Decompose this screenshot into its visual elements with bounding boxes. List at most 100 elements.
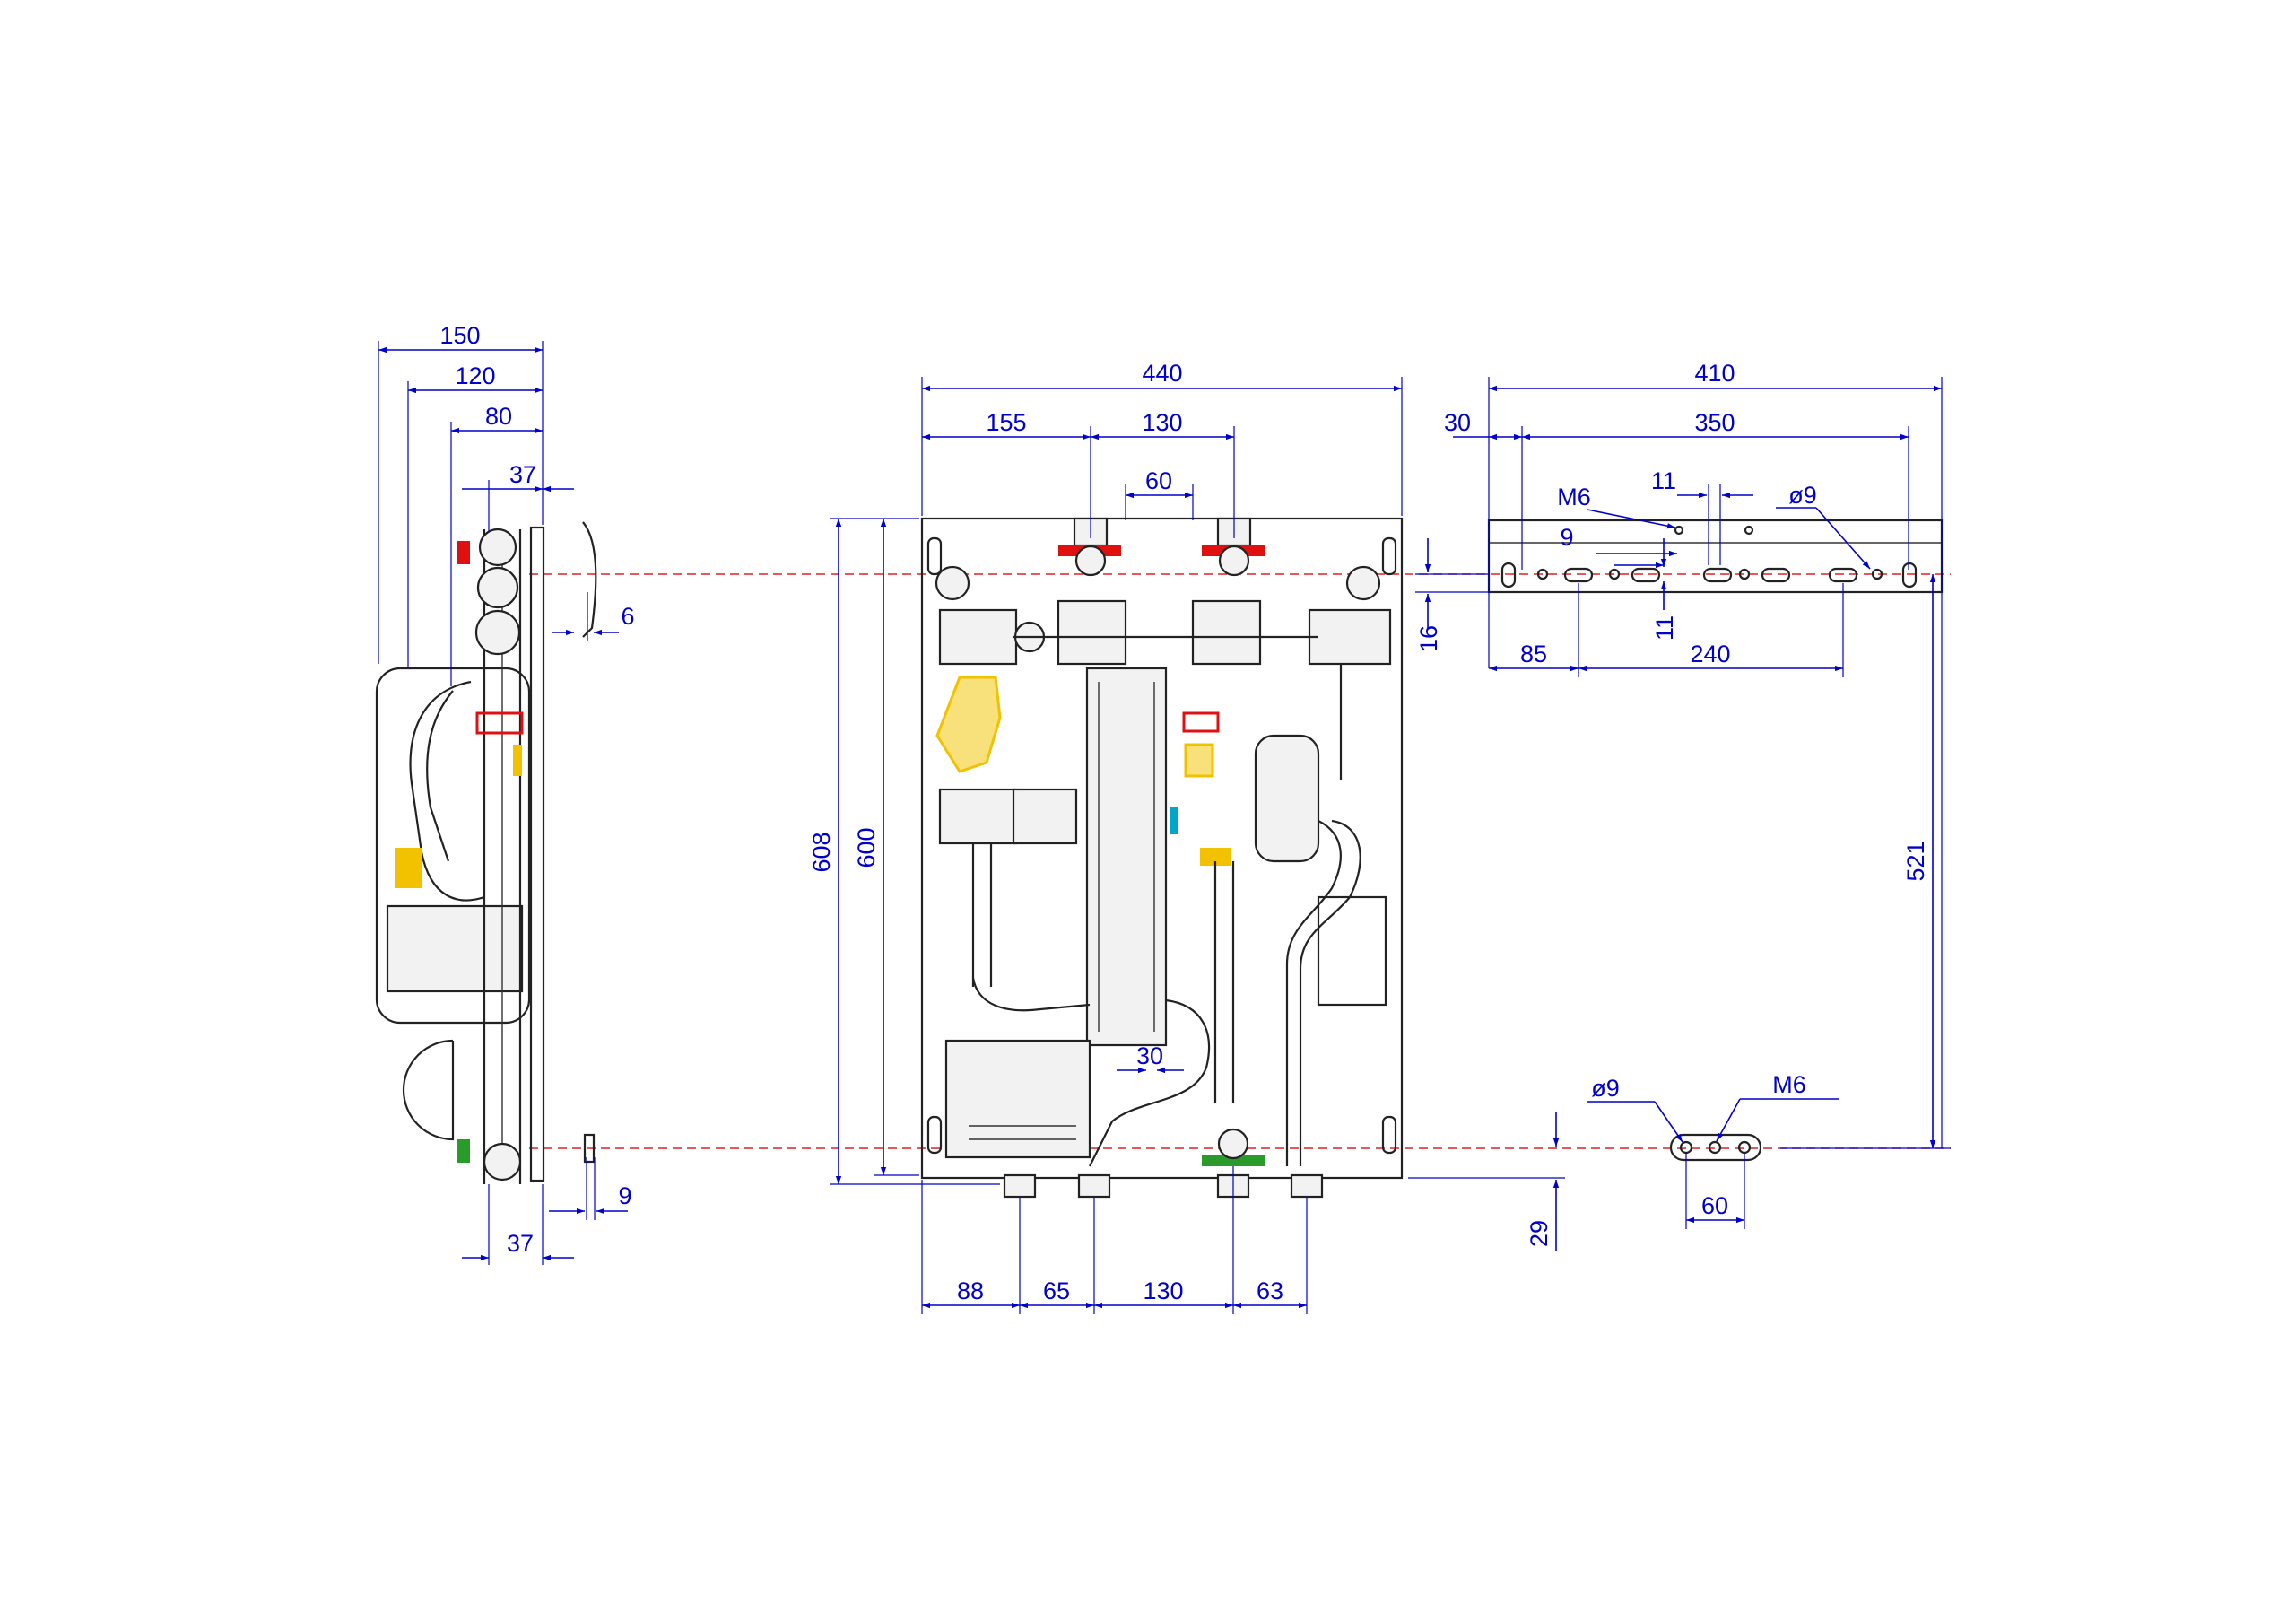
label-rail-9: 9 bbox=[1560, 524, 1573, 551]
front-view bbox=[920, 517, 1404, 1199]
label-rail-11-side: 11 bbox=[1651, 615, 1678, 641]
front-back-plate bbox=[920, 517, 1404, 1180]
side-bracket-bottom bbox=[583, 1133, 596, 1164]
front-valve-cyan bbox=[1170, 807, 1178, 834]
front-cross-5 bbox=[938, 788, 1018, 845]
rail-slot-2 bbox=[1563, 567, 1594, 583]
front-valve-ball-1 bbox=[1074, 545, 1107, 577]
rail-view bbox=[1487, 519, 1944, 594]
leader-rail-dia9 bbox=[1815, 507, 1871, 570]
label-front-155: 155 bbox=[986, 409, 1026, 436]
front-gauge-right bbox=[1345, 565, 1381, 601]
label-front-130-top: 130 bbox=[1142, 409, 1182, 436]
front-valve-yellow-3 bbox=[1200, 848, 1231, 866]
label-side-37-bottom: 37 bbox=[507, 1230, 534, 1257]
label-rail-350: 350 bbox=[1694, 409, 1735, 436]
label-rail-16: 16 bbox=[1415, 625, 1442, 652]
front-slot-bl bbox=[926, 1115, 943, 1155]
front-pipe-bend-1 bbox=[971, 977, 1091, 1012]
front-cross-4 bbox=[1308, 608, 1392, 666]
label-side-9: 9 bbox=[618, 1182, 631, 1209]
label-front-440: 440 bbox=[1142, 360, 1182, 387]
rail-slot-6 bbox=[1828, 567, 1858, 583]
rail-slot-5 bbox=[1761, 567, 1791, 583]
side-rail-profile bbox=[582, 521, 597, 638]
label-side-150: 150 bbox=[439, 322, 480, 349]
leader-bracket-dia9 bbox=[1654, 1101, 1683, 1143]
label-front-600: 600 bbox=[853, 827, 880, 868]
leader-bracket-m6 bbox=[1716, 1098, 1741, 1142]
front-valve-green bbox=[1202, 1155, 1265, 1166]
rail-slot-4 bbox=[1702, 567, 1733, 583]
leader-rail-m6 bbox=[1587, 509, 1676, 529]
bracket-view bbox=[1669, 1133, 1762, 1162]
side-module-block bbox=[386, 904, 524, 993]
dimensions: 150 120 80 37 6 9 37 440 155 bbox=[378, 322, 1951, 1314]
front-pipe-right-loop bbox=[1299, 819, 1361, 1166]
rail-m6-hole-2 bbox=[1744, 525, 1754, 536]
label-front-63: 63 bbox=[1257, 1278, 1283, 1304]
bracket-body bbox=[1669, 1133, 1762, 1162]
front-valve-yellow-2 bbox=[1184, 743, 1214, 778]
front-slot-tl bbox=[926, 536, 943, 576]
label-bracket-60: 60 bbox=[1701, 1192, 1728, 1219]
front-pipe-bend-2 bbox=[1089, 998, 1211, 1167]
front-gauge-left bbox=[935, 565, 970, 601]
label-side-37-top: 37 bbox=[509, 461, 536, 488]
side-valve-red-top bbox=[457, 541, 470, 564]
label-rail-410: 410 bbox=[1694, 360, 1735, 387]
side-valve-red-mid bbox=[475, 711, 524, 735]
rail-hole-2 bbox=[1608, 568, 1621, 580]
side-valve-body-3 bbox=[474, 609, 521, 656]
label-bracket-m6: M6 bbox=[1772, 1071, 1806, 1098]
front-valve-ball-bottom bbox=[1217, 1128, 1249, 1160]
side-cover bbox=[375, 667, 531, 1025]
bracket-hole-left bbox=[1679, 1140, 1693, 1155]
side-view bbox=[375, 521, 597, 1184]
front-heat-exchanger bbox=[1085, 667, 1168, 1047]
label-front-65: 65 bbox=[1043, 1278, 1070, 1304]
rail-hole-4 bbox=[1871, 568, 1883, 580]
label-front-88: 88 bbox=[957, 1278, 984, 1304]
front-pipe-right-loop-2 bbox=[1285, 820, 1342, 1166]
label-bracket-29: 29 bbox=[1526, 1220, 1552, 1247]
front-cross-6 bbox=[1012, 788, 1078, 845]
rail-hole-1 bbox=[1536, 568, 1549, 580]
side-pipe-loop-2 bbox=[426, 690, 454, 862]
label-side-120: 120 bbox=[455, 362, 495, 389]
label-front-130-bottom: 130 bbox=[1143, 1278, 1183, 1304]
side-valve-yellow-2 bbox=[513, 745, 522, 776]
label-rail-m6: M6 bbox=[1557, 484, 1591, 510]
bracket-hole-right bbox=[1737, 1140, 1752, 1155]
front-bottom-fitting-1 bbox=[1003, 1173, 1037, 1199]
label-front-608: 608 bbox=[808, 832, 835, 872]
side-valve-body-top bbox=[478, 528, 517, 567]
front-mixing-valve bbox=[1254, 734, 1320, 863]
side-valve-body-bottom bbox=[483, 1142, 522, 1182]
side-pump-body bbox=[402, 1039, 455, 1141]
label-rail-dia9: ø9 bbox=[1788, 482, 1817, 509]
front-strainer-yellow bbox=[935, 676, 1002, 773]
label-side-80: 80 bbox=[485, 403, 512, 430]
front-bottom-fitting-4 bbox=[1290, 1173, 1324, 1199]
rail-slot-1 bbox=[1500, 562, 1517, 589]
front-cross-1 bbox=[938, 608, 1018, 666]
rail-slot-7 bbox=[1901, 562, 1918, 589]
side-valve-yellow bbox=[395, 848, 422, 888]
front-cross-2 bbox=[1057, 599, 1127, 666]
front-cross-3 bbox=[1191, 599, 1262, 666]
front-slot-br bbox=[1381, 1115, 1397, 1155]
label-rail-521: 521 bbox=[1902, 841, 1929, 881]
rail-m6-hole bbox=[1674, 525, 1684, 536]
side-valve-green bbox=[457, 1139, 470, 1163]
label-rail-85: 85 bbox=[1520, 641, 1547, 667]
label-rail-30: 30 bbox=[1444, 409, 1471, 436]
rail-slot-3 bbox=[1631, 567, 1661, 583]
front-slot-tr bbox=[1381, 536, 1397, 576]
front-pump bbox=[944, 1039, 1091, 1159]
front-valve-ball-2 bbox=[1218, 545, 1250, 577]
bracket-hole-mid bbox=[1708, 1140, 1722, 1155]
label-front-60: 60 bbox=[1145, 467, 1172, 494]
rail-hole-3 bbox=[1738, 568, 1751, 580]
